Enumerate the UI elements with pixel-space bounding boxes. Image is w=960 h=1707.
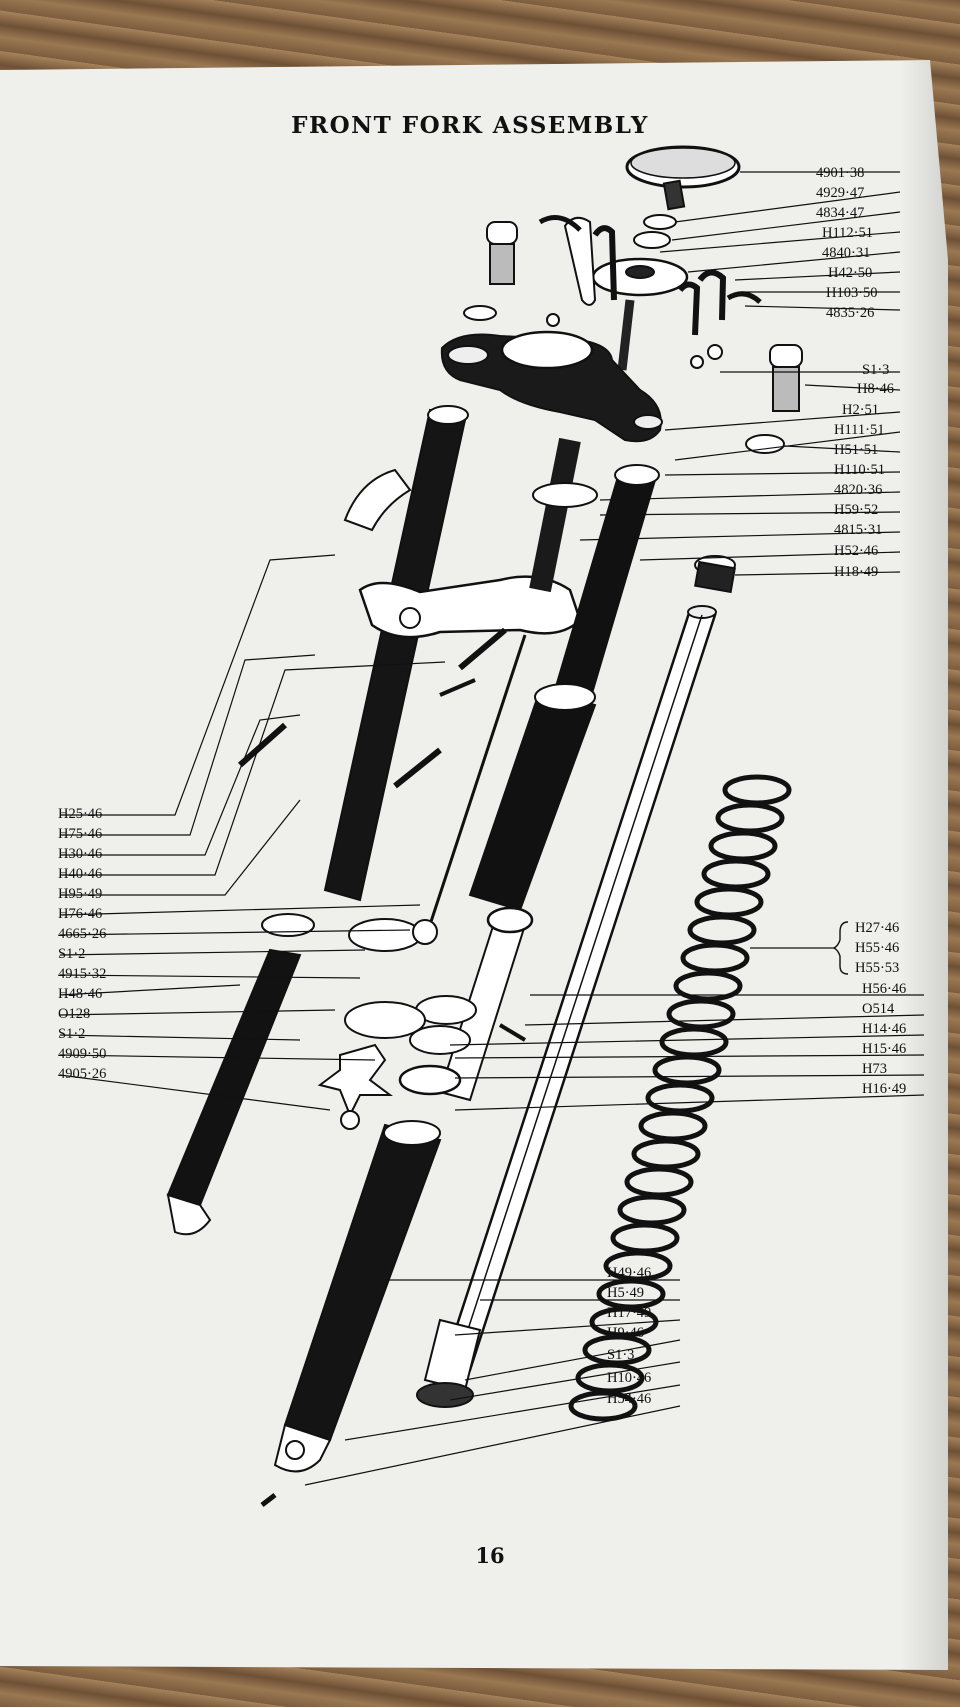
part-label: 4835·26 xyxy=(826,305,874,321)
labels-right-top: 4901·38 4929·47 4834·47 H112·51 4840·31 … xyxy=(816,165,894,580)
part-label: H8·46 xyxy=(857,381,894,397)
part-label: 4820·36 xyxy=(834,482,882,498)
part-label: H18·49 xyxy=(834,564,878,580)
part-label: H15·46 xyxy=(862,1041,906,1057)
part-label: H56·46 xyxy=(862,981,906,997)
part-label: H75·46 xyxy=(58,826,102,842)
stud-center xyxy=(393,747,442,789)
cover-plate xyxy=(348,918,422,952)
part-label: H48·46 xyxy=(58,986,102,1002)
part-label: 4929·47 xyxy=(816,185,864,201)
part-label: 4915·32 xyxy=(58,966,106,982)
part-label: H2·51 xyxy=(842,402,879,418)
part-label: S1·3 xyxy=(607,1347,634,1363)
part-label: H42·50 xyxy=(828,265,872,281)
part-label: H14·46 xyxy=(862,1021,906,1037)
part-label: S1·2 xyxy=(58,946,85,962)
part-label: H9·46 xyxy=(607,1325,644,1341)
part-label: 4815·31 xyxy=(834,522,882,538)
page-title: FRONT FORK ASSEMBLY xyxy=(291,112,649,139)
labels-bottom: H49·46 H5·49 H17·49 H9·46 S1·3 H10·46 H5… xyxy=(607,1265,651,1407)
part-label: H5·49 xyxy=(607,1285,644,1301)
steering-column xyxy=(529,437,581,593)
part-label: H27·46 xyxy=(855,920,899,936)
u-bolt-left xyxy=(563,216,597,306)
part-label: O514 xyxy=(862,1001,895,1017)
part-label: H76·46 xyxy=(58,906,102,922)
part-label: 4905·26 xyxy=(58,1066,106,1082)
part-label: H110·51 xyxy=(834,462,885,478)
u-bolt-right xyxy=(697,269,727,321)
part-label: O128 xyxy=(58,1006,90,1022)
cap-bolt-left xyxy=(486,221,518,245)
part-label: 4834·47 xyxy=(816,205,864,221)
part-label: H95·49 xyxy=(58,886,102,902)
labels-left: H25·46 H75·46 H30·46 H40·46 H95·49 H76·4… xyxy=(58,806,106,1082)
part-label: H52·46 xyxy=(834,543,878,559)
part-label: 4840·31 xyxy=(822,245,870,261)
part-label: H112·51 xyxy=(822,225,873,241)
part-label: H49·46 xyxy=(607,1265,651,1281)
part-label: 4909·50 xyxy=(58,1046,106,1062)
part-label: H55·46 xyxy=(855,940,899,956)
part-label: S1·3 xyxy=(862,362,889,378)
part-label: H51·51 xyxy=(834,442,878,458)
part-label: H17·49 xyxy=(607,1305,651,1321)
part-label: H54·46 xyxy=(607,1391,651,1407)
part-label: H25·46 xyxy=(58,806,102,822)
labels-right-middle: H27·46 H55·46 H55·53 H56·46 O514 H14·46 … xyxy=(855,920,906,1097)
part-label: H55·53 xyxy=(855,960,899,976)
fork-parts-drawing xyxy=(166,145,803,1507)
manual-page xyxy=(0,60,948,1670)
part-label: S1·2 xyxy=(58,1026,85,1042)
star-washer xyxy=(317,1043,393,1118)
part-label: 4901·38 xyxy=(816,165,864,181)
part-label: H103·50 xyxy=(826,285,878,301)
part-label: H40·46 xyxy=(58,866,102,882)
part-label: 4665·26 xyxy=(58,926,106,942)
part-label: H10·46 xyxy=(607,1370,651,1386)
part-label: H73 xyxy=(862,1061,887,1077)
stud-left xyxy=(238,722,287,768)
damper-rod xyxy=(423,634,527,941)
part-label: H111·51 xyxy=(834,422,884,438)
page-number: 16 xyxy=(475,1543,505,1568)
part-label: H30·46 xyxy=(58,846,102,862)
part-label: H59·52 xyxy=(834,502,878,518)
part-label: H16·49 xyxy=(862,1081,906,1097)
cap-bolt-right xyxy=(769,344,803,368)
page-curl-shadow xyxy=(900,60,948,1670)
leader-lines xyxy=(59,171,925,1486)
